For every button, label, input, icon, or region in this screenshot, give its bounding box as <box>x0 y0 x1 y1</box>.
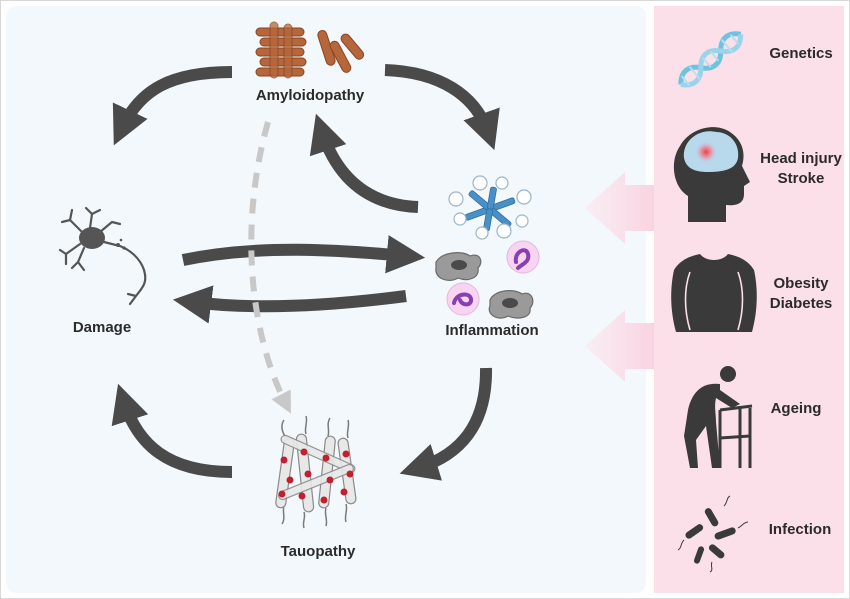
immune-cells-icon <box>435 175 540 319</box>
arrow-inflammation-to-amyloid <box>309 113 419 213</box>
neuron-icon <box>58 206 147 306</box>
label-infection: Infection <box>756 520 844 540</box>
arrow-amyloid-to-damage <box>112 66 233 146</box>
dna-icon <box>678 31 744 88</box>
label-amyloidopathy: Amyloidopathy <box>255 87 365 104</box>
cycle-arrows <box>111 64 500 481</box>
torso-icon <box>671 254 757 332</box>
arrow-inflammation-to-damage <box>172 285 407 324</box>
head-brain-icon <box>673 127 750 222</box>
obesity-text: Obesity <box>773 275 829 292</box>
ageing-text: Ageing <box>770 400 822 417</box>
arrow-damage-to-inflammation <box>181 235 426 274</box>
label-head-injury-stroke: Head injury Stroke <box>752 149 850 189</box>
elderly-walker-icon <box>684 366 753 468</box>
arrow-amyloid-to-tau-dashed <box>248 121 291 414</box>
genetics-text: Genetics <box>769 45 833 62</box>
amyloid-fibrils-icon <box>255 21 365 79</box>
neutrophil-icon-2 <box>446 282 480 316</box>
arrow-inflammation-to-tau <box>399 367 493 481</box>
risk-arrow-lower <box>585 310 654 382</box>
macrophage-icon <box>435 252 482 281</box>
arrow-tau-to-damage <box>111 383 233 478</box>
bacteria-icon <box>677 495 749 573</box>
label-damage: Damage <box>72 319 132 336</box>
label-ageing: Ageing <box>756 399 836 419</box>
neutrophil-icon <box>506 240 540 274</box>
label-tauopathy: Tauopathy <box>280 543 356 560</box>
arrow-amyloid-to-inflammation <box>384 64 500 151</box>
label-inflammation: Inflammation <box>445 322 539 339</box>
stroke-text: Stroke <box>777 170 825 187</box>
macrophage-icon-2 <box>488 290 534 319</box>
tau-tangles-icon <box>275 415 357 529</box>
head-injury-text: Head injury <box>760 150 842 167</box>
diabetes-text: Diabetes <box>769 295 833 312</box>
infection-text: Infection <box>768 521 832 538</box>
microglia-cluster-icon <box>448 175 532 240</box>
risk-arrow-upper <box>585 172 654 244</box>
label-genetics: Genetics <box>754 44 848 64</box>
neuron-damage-marks-icon <box>116 238 126 250</box>
label-obesity-diabetes: Obesity Diabetes <box>756 274 846 314</box>
